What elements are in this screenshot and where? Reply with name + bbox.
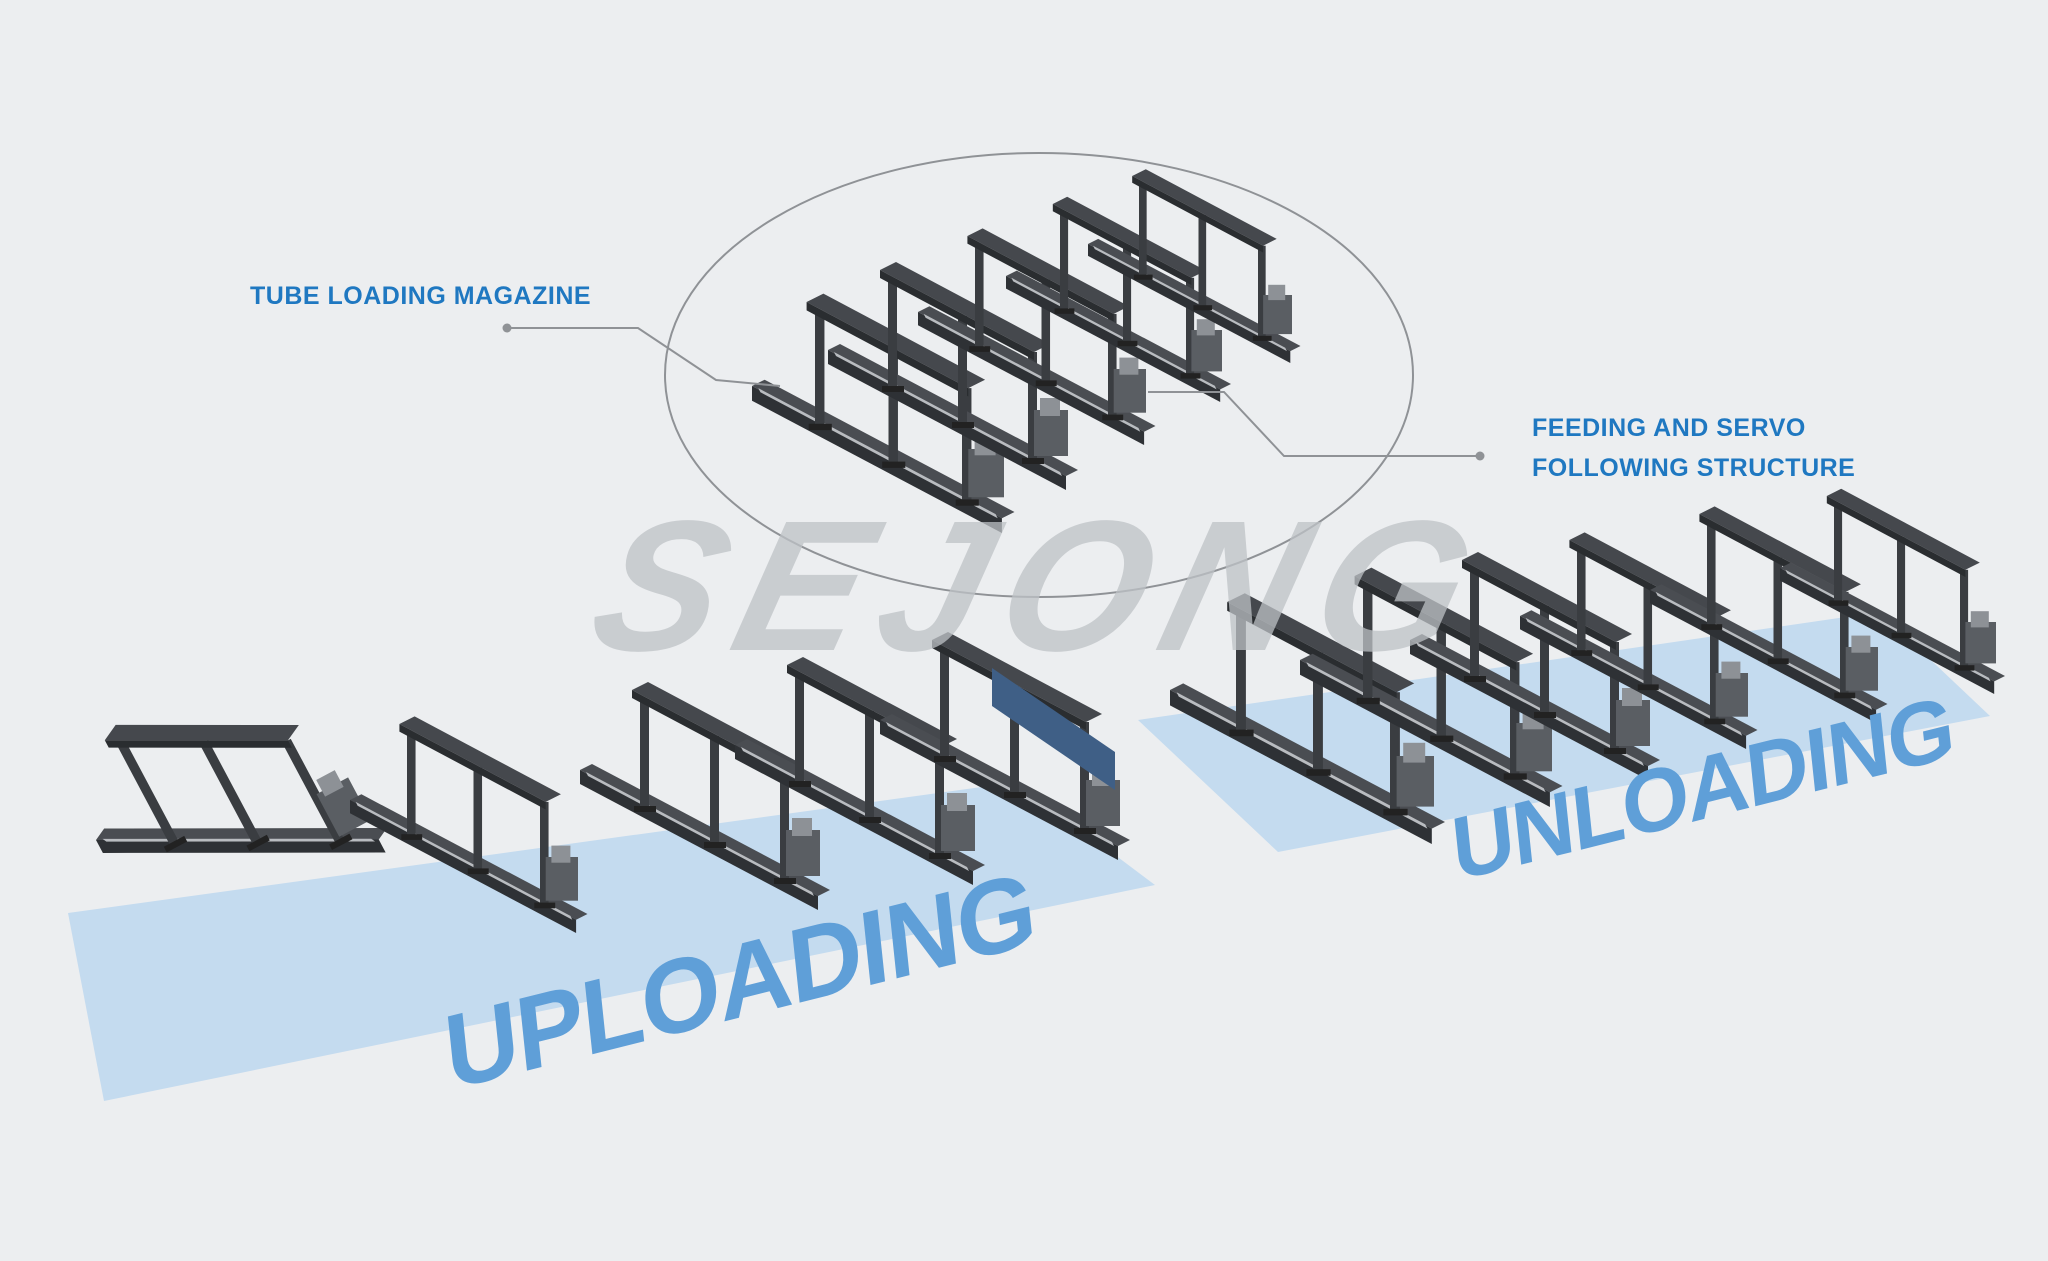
feeding-label-line-2: FOLLOWING STRUCTURE bbox=[1532, 454, 1856, 482]
uploading-floor-area bbox=[68, 782, 1155, 1101]
tube-loading-magazine-label: TUBE LOADING MAGAZINE bbox=[250, 282, 592, 310]
feeding-callout-dot bbox=[1475, 451, 1485, 461]
callout-leader-lines bbox=[507, 327, 1480, 457]
blue-panel bbox=[992, 668, 1115, 790]
tube-loading-magazine-group bbox=[752, 169, 1301, 533]
tube-callout-dot bbox=[502, 323, 512, 333]
sejong-watermark: SEJONG bbox=[574, 483, 1510, 690]
magazine-highlight-ellipse bbox=[664, 152, 1414, 598]
feeding-servo-label: FEEDING AND SERVO FOLLOWING STRUCTURE bbox=[1532, 408, 1855, 488]
uploading-machines bbox=[52, 632, 1130, 970]
feeding-label-line-1: FEEDING AND SERVO bbox=[1532, 414, 1806, 442]
